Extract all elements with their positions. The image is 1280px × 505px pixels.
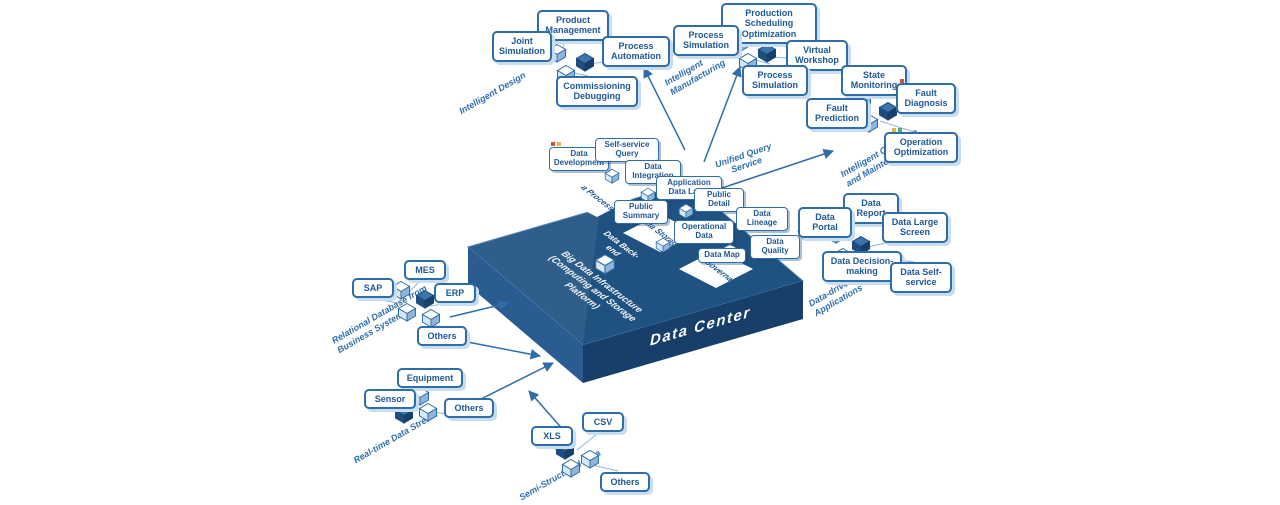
- node-data-self-service: Data Self-service: [890, 262, 952, 293]
- node-sap: SAP: [352, 278, 394, 299]
- node-data-portal: Data Portal: [798, 207, 852, 238]
- arrow-platform-to-design: [643, 67, 686, 151]
- node-equipment: Equipment: [397, 368, 463, 389]
- tag-public-detail: Public Detail: [694, 188, 744, 212]
- node-realtime-others: Others: [444, 398, 494, 419]
- node-fault-diagnosis: Fault Diagnosis: [896, 83, 956, 114]
- cube-icon: [561, 458, 581, 478]
- node-data-decision-making: Data Decision-making: [822, 251, 902, 282]
- cube-icon: [415, 289, 435, 309]
- data-backend-cube-icon: [594, 253, 616, 275]
- cube-icon: [678, 203, 694, 219]
- arrow-business-to-platform: [449, 300, 510, 318]
- arrow-realtime-to-platform: [480, 362, 554, 400]
- node-production-scheduling-optimization: Production Scheduling Optimization: [721, 3, 817, 45]
- node-process-simulation-1: Process Simulation: [673, 25, 739, 56]
- accent-dot-yellow: [892, 128, 896, 132]
- cube-icon: [421, 308, 441, 328]
- arrow-business-to-platform-2: [461, 340, 542, 360]
- node-process-simulation-2: Process Simulation: [742, 65, 808, 96]
- tag-public-summary: Public Summary: [614, 200, 668, 224]
- platform-left-face: [468, 247, 583, 383]
- cube-icon: [878, 101, 898, 121]
- node-process-automation: Process Automation: [602, 36, 670, 67]
- cube-icon: [580, 449, 600, 469]
- node-erp: ERP: [434, 283, 476, 304]
- tag-data-map: Data Map: [698, 248, 746, 263]
- node-joint-simulation: Joint Simulation: [492, 31, 552, 62]
- node-data-large-screen: Data Large Screen: [882, 212, 948, 243]
- accent-dot-yellow: [557, 142, 561, 146]
- cube-icon: [391, 280, 411, 300]
- cube-icon: [655, 237, 671, 253]
- cube-icon: [418, 402, 438, 422]
- node-semi-others: Others: [600, 472, 650, 493]
- node-sensor: Sensor: [364, 389, 416, 410]
- node-business-others: Others: [417, 326, 467, 347]
- node-operation-optimization: Operation Optimization: [884, 132, 958, 163]
- arrow-platform-to-om: [700, 149, 834, 196]
- cube-icon: [397, 302, 417, 322]
- cube-icon: [757, 43, 777, 63]
- node-xls: XLS: [531, 426, 573, 447]
- arrow-platform-to-manufacturing: [703, 66, 742, 163]
- node-csv: CSV: [582, 412, 624, 433]
- node-fault-prediction: Fault Prediction: [806, 98, 868, 129]
- accent-dot-red: [900, 79, 904, 83]
- tag-data-quality: Data Quality: [750, 235, 800, 259]
- accent-dot-red: [551, 142, 555, 146]
- cube-icon: [575, 52, 595, 72]
- tag-data-lineage: Data Lineage: [736, 207, 788, 231]
- flow-arrows: [449, 66, 834, 442]
- node-commissioning-debugging: Commissioning Debugging: [556, 76, 638, 107]
- node-mes: MES: [404, 260, 446, 281]
- tag-operational-data: Operational Data: [674, 220, 734, 244]
- platform-sheen: [468, 208, 600, 345]
- tag-self-service-query: Self-service Query: [595, 138, 659, 162]
- platform-right-face: [583, 281, 803, 383]
- tag-data-development: Data Development: [549, 147, 609, 171]
- accent-dot-green: [898, 128, 902, 132]
